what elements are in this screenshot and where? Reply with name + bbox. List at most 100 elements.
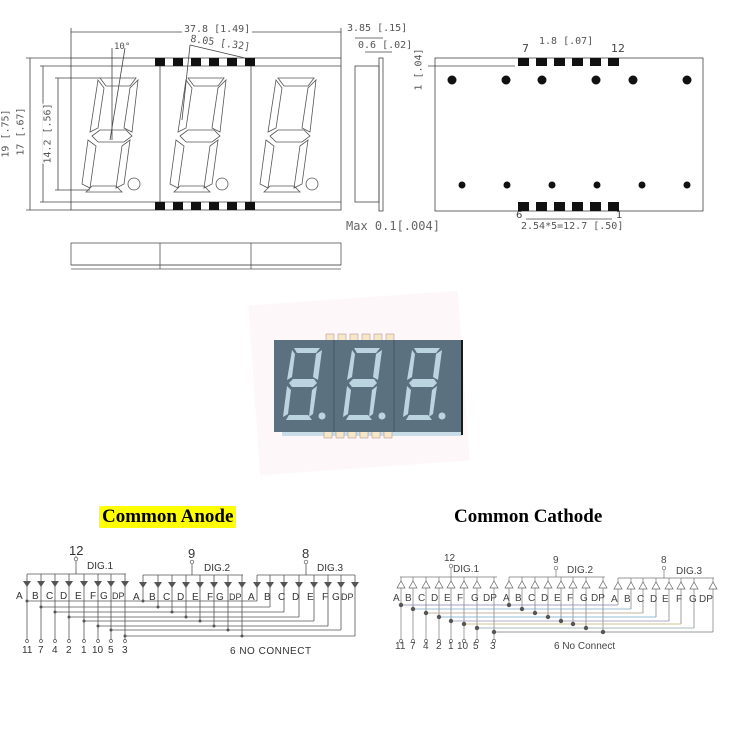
pin-number: 2	[66, 645, 72, 656]
seg-e: E	[192, 592, 199, 603]
seg-dp: DP	[483, 593, 497, 604]
seg-f: F	[322, 592, 329, 603]
seg-a: A	[393, 593, 400, 604]
pin-number: 4	[423, 641, 429, 652]
seg-a: A	[503, 593, 510, 604]
seg-dp: DP	[112, 591, 125, 601]
dim-depth: 3.85 [.15]	[347, 23, 408, 34]
seg-b: B	[624, 594, 631, 605]
pin-label-6: 6	[516, 210, 523, 221]
common-cathode-title: Common Cathode	[454, 506, 603, 527]
front-view	[26, 28, 342, 211]
pin-number: 10	[92, 645, 104, 656]
dim-pad-offset: 1 [.04]	[413, 48, 425, 91]
ca-digit-pin-2: 9	[188, 546, 196, 561]
pin-number: 10	[457, 641, 469, 652]
dim-height-outer: 19 [.75]	[0, 109, 12, 158]
seg-c: C	[418, 593, 426, 604]
seg-f: F	[90, 591, 97, 602]
cc-no-connect-note: 6 No Connect	[554, 641, 616, 652]
pin-number: 7	[38, 645, 44, 656]
seg-b: B	[405, 593, 412, 604]
seg-d: D	[177, 592, 185, 603]
pin-number: 3	[122, 645, 128, 656]
pin-number: 3	[490, 641, 496, 652]
seg-c: C	[528, 593, 536, 604]
cc-digit-pin-2: 9	[553, 555, 559, 566]
cc-digit-label-2: DIG.2	[567, 565, 594, 576]
seg-b: B	[32, 591, 39, 602]
dim-slant: 10°	[114, 42, 131, 52]
seg-e: E	[444, 593, 451, 604]
seg-dp: DP	[591, 593, 605, 604]
pin-number: 11	[22, 645, 33, 656]
seg-e: E	[662, 594, 669, 605]
ca-digit-label-3: DIG.3	[317, 563, 344, 574]
cc-digit-pin-1: 12	[444, 553, 456, 564]
seg-g: G	[689, 594, 697, 605]
dim-width: 37.8 [1.49]	[182, 24, 253, 35]
dim-max: Max 0.1[.004]	[346, 219, 440, 233]
pin-number: 1	[448, 641, 454, 652]
side-view	[354, 37, 392, 212]
cc-digit-label-3: DIG.3	[676, 566, 703, 577]
dim-height-body: 17 [.67]	[15, 107, 27, 156]
seg-g: G	[332, 592, 340, 603]
seg-b: B	[149, 592, 156, 603]
seg-a: A	[16, 591, 23, 602]
seg-a: A	[611, 594, 618, 605]
seg-f: F	[457, 593, 464, 604]
pin-number: 11	[395, 641, 406, 652]
dim-pad-width: 1.8 [.07]	[539, 36, 594, 47]
seg-dp: DP	[699, 594, 713, 605]
seg-d: D	[650, 594, 658, 605]
seg-g: G	[471, 593, 479, 604]
bottom-view	[428, 57, 704, 220]
ca-digit-pin-1: 12	[69, 543, 84, 558]
seg-g: G	[580, 593, 588, 604]
seg-b: B	[515, 593, 522, 604]
ca-no-connect-note: 6 NO CONNECT	[230, 646, 312, 657]
seg-dp: DP	[229, 592, 242, 602]
seg-e: E	[75, 591, 82, 602]
pin-label-7: 7	[522, 42, 529, 55]
seg-e: E	[554, 593, 561, 604]
seg-c: C	[278, 592, 286, 603]
ca-digit-pin-3: 8	[302, 546, 310, 561]
pin-number: 5	[108, 645, 114, 656]
seg-f: F	[567, 593, 574, 604]
pin-number: 1	[81, 645, 87, 656]
seg-e: E	[307, 592, 314, 603]
pin-label-1: 1	[616, 210, 623, 221]
profile-view	[70, 242, 342, 270]
seg-d: D	[431, 593, 439, 604]
pin-number: 5	[473, 641, 479, 652]
pin-number: 2	[436, 641, 442, 652]
product-photo	[246, 290, 470, 476]
pin-label-12: 12	[611, 42, 625, 55]
dim-digit-height: 14.2 [.56]	[42, 103, 54, 164]
seg-d: D	[292, 592, 300, 603]
seg-c: C	[163, 592, 171, 603]
seg-a: A	[248, 592, 255, 603]
front-pads	[155, 58, 255, 210]
ca-digit-label-1: DIG.1	[87, 561, 114, 572]
seg-f: F	[676, 594, 683, 605]
ca-digit-label-2: DIG.2	[204, 563, 231, 574]
cc-digit-label-1: DIG.1	[453, 564, 480, 575]
seg-g: G	[100, 591, 108, 602]
common-anode-title: Common Anode	[99, 506, 237, 528]
pin-number: 4	[52, 645, 58, 656]
seg-a: A	[133, 592, 140, 603]
dim-lead: 0.6 [.02]	[358, 40, 413, 51]
seg-dp: DP	[341, 592, 354, 602]
seg-c: C	[46, 591, 54, 602]
seg-d: D	[541, 593, 549, 604]
display-photo	[274, 333, 463, 439]
seg-c: C	[637, 594, 645, 605]
dim-pin-pitch: 2.54*5=12.7 [.50]	[521, 221, 624, 232]
cc-digit-pin-3: 8	[661, 555, 667, 566]
seg-d: D	[60, 591, 68, 602]
pin-number: 7	[410, 641, 416, 652]
